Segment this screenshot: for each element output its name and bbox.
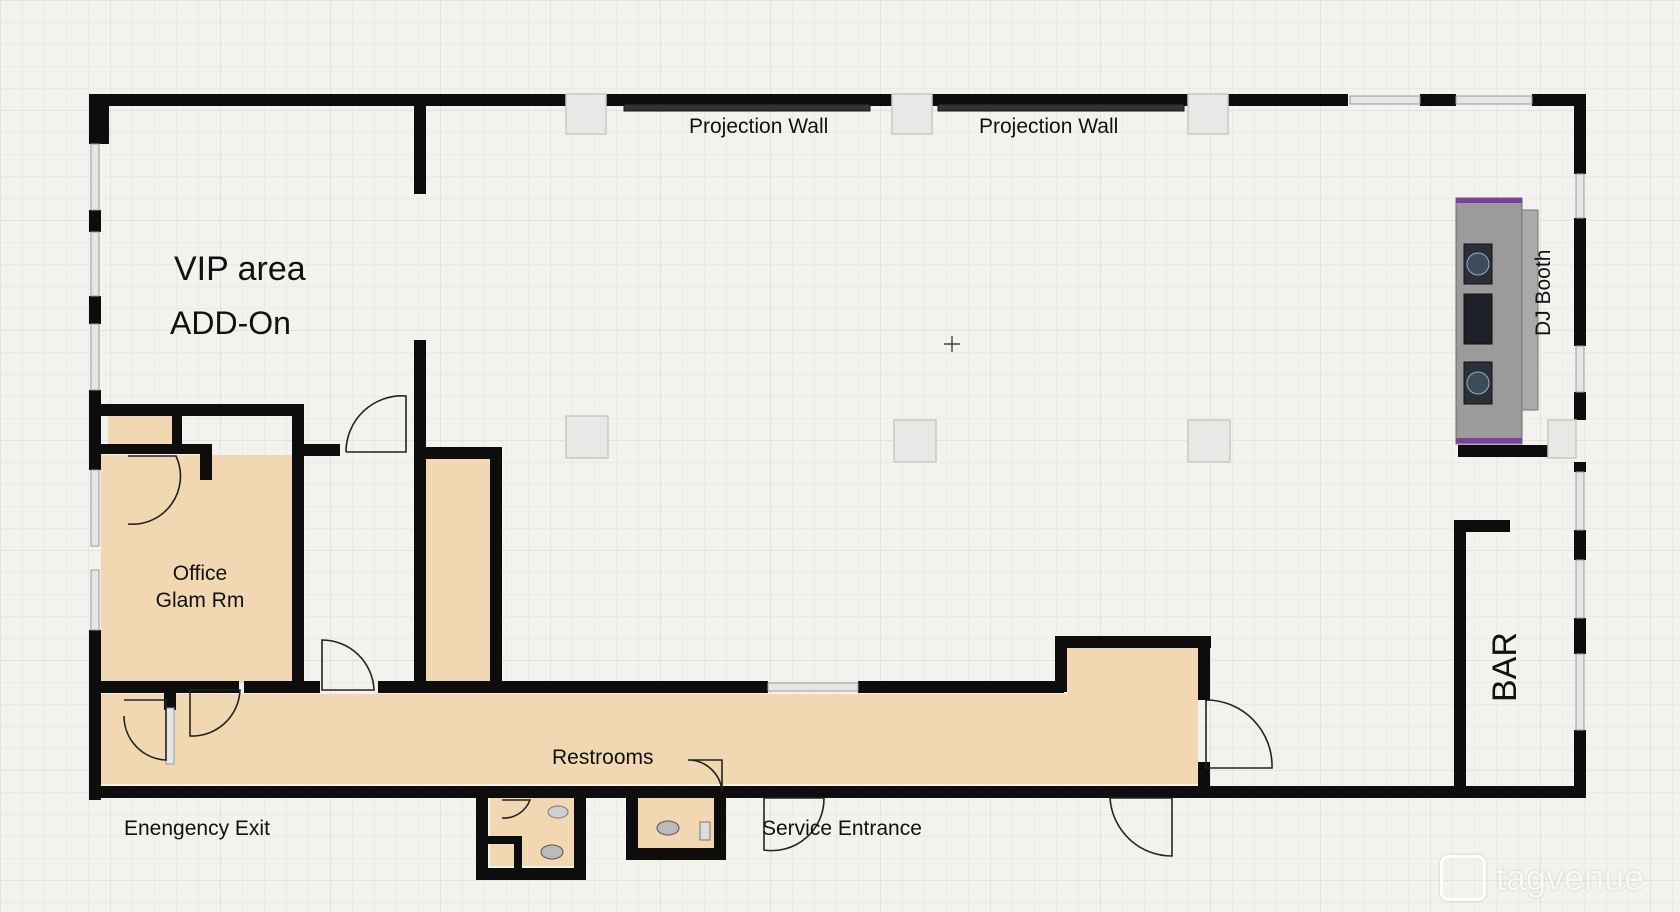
restroom-corridor	[101, 694, 1198, 784]
projection-walls	[623, 103, 1185, 112]
doors	[123, 395, 1273, 857]
projection-wall-label-2: Projection Wall	[979, 115, 1119, 138]
watermark: tagvenue	[1440, 855, 1644, 901]
small-store-room	[108, 415, 172, 445]
office-label-line1: Office	[172, 562, 228, 585]
emergency-exit-room	[101, 694, 169, 784]
dj-booth-label: DJ Booth	[1532, 249, 1555, 336]
pillars	[565, 93, 1577, 463]
vip-area-label: VIP area	[174, 250, 306, 288]
add-on-label: ADD-On	[170, 305, 291, 341]
closet	[425, 459, 490, 683]
toilet-block-1	[490, 796, 580, 866]
crosshair-icon	[944, 336, 960, 352]
restroom-stall-block	[1067, 648, 1198, 698]
room-fills	[101, 415, 1198, 866]
windows	[90, 95, 1585, 765]
watermark-text: tagvenue	[1496, 857, 1645, 898]
projection-wall-label-1: Projection Wall	[689, 115, 829, 138]
restrooms-label: Restrooms	[552, 746, 654, 769]
dj-booth	[1455, 197, 1539, 445]
walls	[89, 94, 1586, 880]
emergency-exit-label: Enengency Exit	[124, 817, 270, 840]
bar-label: BAR	[1486, 632, 1524, 702]
tagvenue-logo-icon	[1440, 855, 1486, 901]
service-entrance-label: Service Entrance	[762, 817, 922, 840]
office-glam-room	[101, 455, 295, 683]
office-label: Office Glam Rm	[140, 560, 260, 614]
fixtures	[540, 805, 711, 860]
office-label-line2: Glam Rm	[155, 589, 245, 612]
